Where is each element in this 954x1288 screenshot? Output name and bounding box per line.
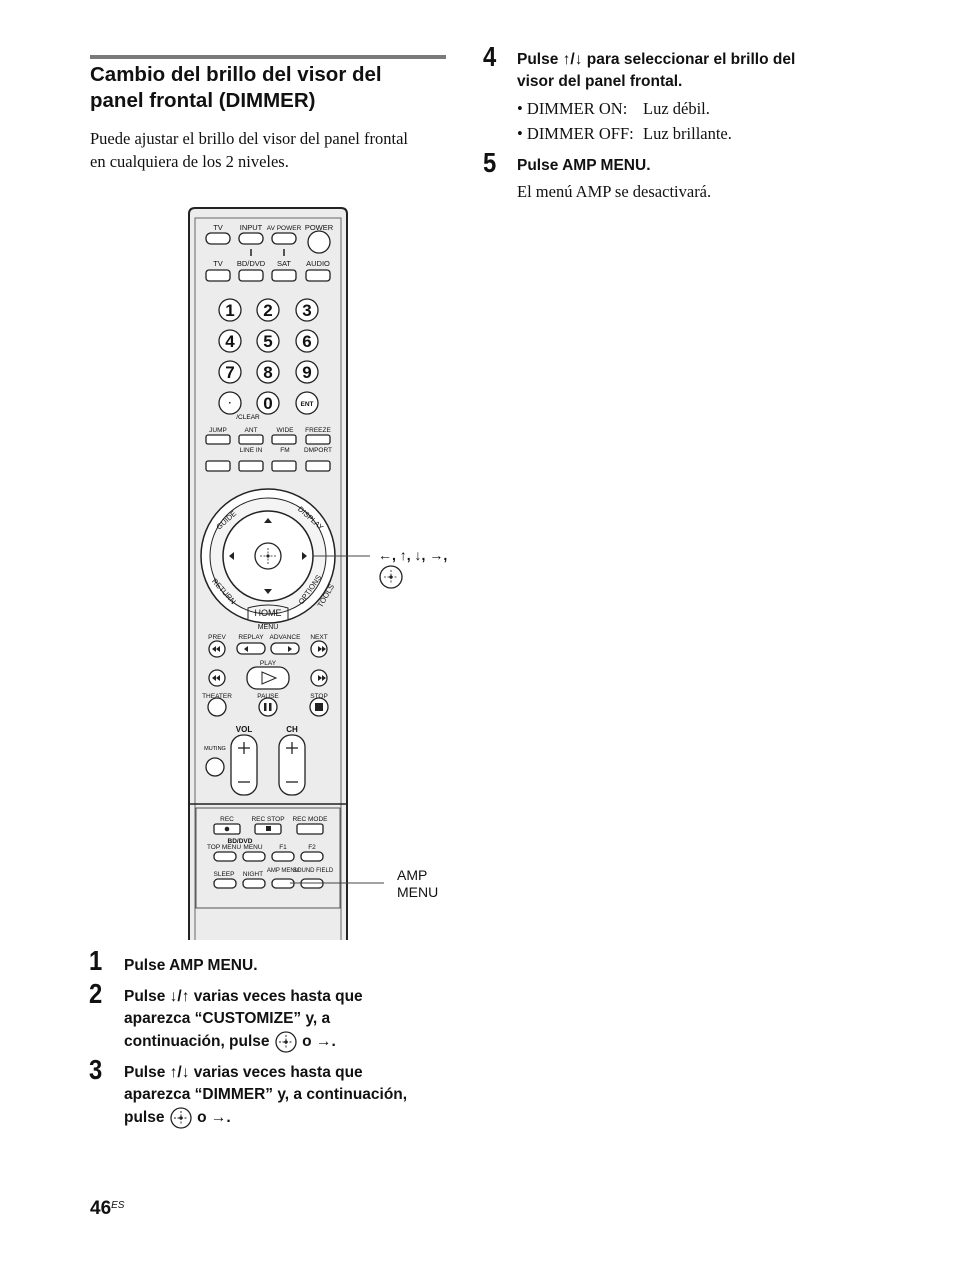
clear-label: /CLEAR	[236, 414, 260, 421]
label-wide: WIDE	[277, 427, 295, 434]
intro-line-2: en cualquiera de los 2 niveles.	[90, 152, 289, 171]
channel-rocker[interactable]	[278, 734, 306, 796]
digit-8: 8	[263, 363, 272, 382]
label-line-in: LINE IN	[240, 447, 263, 454]
digit-1: 1	[225, 301, 234, 320]
label-ch: CH	[286, 725, 298, 734]
arrows-callout: ←, ↑, ↓, →,	[378, 547, 448, 563]
section-title: Cambio del brillo del visor del panel fr…	[90, 62, 450, 114]
label-vol: VOL	[236, 725, 253, 734]
label-ant: ANT	[245, 427, 258, 434]
label-dmport: DMPORT	[304, 447, 332, 454]
label-next: NEXT	[310, 634, 327, 641]
label-night: NIGHT	[243, 871, 263, 878]
enter-icon	[275, 1031, 297, 1053]
label-play: PLAY	[260, 660, 277, 667]
option-dimmer-off: • DIMMER OFF:Luz brillante.	[517, 124, 732, 143]
label-f2: F2	[308, 844, 316, 851]
step-3-text: Pulse ↑/↓ varias veces hasta que aparezc…	[124, 1062, 454, 1130]
intro-paragraph: Puede ajustar el brillo del visor del pa…	[90, 127, 450, 173]
sat-button[interactable]	[271, 269, 297, 282]
intro-line-1: Puede ajustar el brillo del visor del pa…	[90, 129, 408, 148]
title-line-1: Cambio del brillo del visor del	[90, 63, 382, 86]
label-sleep: SLEEP	[214, 871, 235, 878]
power-button[interactable]	[307, 230, 331, 254]
volume-rocker[interactable]	[230, 734, 258, 796]
digit-0: 0	[263, 394, 272, 413]
label-fm: FM	[280, 447, 289, 454]
step-4-number: 4	[483, 41, 497, 72]
step-2-text: Pulse ↓/↑ varias veces hasta que aparezc…	[124, 986, 454, 1054]
label-rec-stop: REC STOP	[251, 816, 284, 823]
step-1-text: Pulse AMP MENU.	[124, 957, 258, 974]
dimmer-options: • DIMMER ON:Luz débil. • DIMMER OFF:Luz …	[517, 96, 732, 146]
step-3-number: 3	[89, 1054, 103, 1085]
digit-dot: ·	[228, 398, 231, 409]
tv-input-button[interactable]	[205, 269, 231, 282]
btn-label-tv: TV	[213, 223, 223, 232]
label-rec-mode: REC MODE	[292, 816, 328, 823]
page-lang-suffix: ES	[111, 1200, 125, 1211]
btn-label-power: POWER	[305, 223, 334, 232]
label-jump: JUMP	[209, 427, 227, 434]
av-power-button[interactable]	[271, 232, 297, 245]
label-advance: ADVANCE	[270, 634, 302, 641]
amp-callout-line-1: AMP	[397, 867, 428, 883]
digit-4: 4	[225, 332, 235, 351]
step-1-number: 1	[89, 945, 103, 976]
amp-callout-line-2: MENU	[397, 884, 439, 900]
audio-button[interactable]	[305, 269, 331, 282]
digit-9: 9	[302, 363, 311, 382]
label-top-menu: TOP MENU	[207, 844, 241, 851]
menu-label: MENU	[258, 624, 279, 631]
label-amp-menu: AMP MENU	[267, 868, 299, 874]
btn-label-sat: SAT	[277, 259, 291, 268]
label-sound-field: SOUND FIELD	[293, 868, 334, 874]
digit-2: 2	[263, 301, 272, 320]
btn-label-bd-dvd: BD/DVD	[237, 259, 266, 268]
digit-ent: ENT	[301, 401, 314, 408]
btn-label-tv-2: TV	[213, 259, 223, 268]
step-5-number: 5	[483, 147, 497, 178]
amp-menu-callout: AMP MENU	[397, 867, 438, 901]
right-arrow-icon: →	[315, 1033, 332, 1051]
up-down-arrows-icon: ↑/↓	[562, 51, 583, 68]
label-rec: REC	[220, 816, 234, 823]
step-5-text: Pulse AMP MENU.	[517, 157, 651, 174]
tv-power-button[interactable]	[205, 232, 231, 245]
step-4-text: Pulse ↑/↓ para seleccionar el brillo del…	[517, 51, 796, 90]
label-replay: REPLAY	[238, 634, 264, 641]
label-f1: F1	[279, 844, 287, 851]
right-arrow-icon: →	[210, 1109, 227, 1127]
label-prev: PREV	[208, 634, 226, 641]
down-up-arrows-icon: ↓/↑	[169, 988, 190, 1005]
digit-7: 7	[225, 363, 234, 382]
btn-label-audio: AUDIO	[306, 259, 330, 268]
label-theater: THEATER	[202, 693, 232, 700]
digit-3: 3	[302, 301, 311, 320]
step-5-result: El menú AMP se desactivará.	[517, 182, 712, 201]
label-stop: STOP	[310, 693, 328, 700]
label-menu-2: MENU	[243, 844, 262, 851]
step-2-number: 2	[89, 978, 103, 1009]
digit-6: 6	[302, 332, 311, 351]
title-line-2: panel frontal (DIMMER)	[90, 89, 316, 112]
label-bd-dvd-2: BD/DVD	[228, 838, 253, 845]
digit-5: 5	[263, 332, 272, 351]
ring-home: HOME	[255, 608, 282, 618]
remote-illustration: TV INPUT AV POWER POWER TV BD/DVD SAT AU…	[188, 207, 403, 940]
label-pause: PAUSE	[257, 693, 279, 700]
title-rule	[90, 55, 446, 59]
option-dimmer-on: • DIMMER ON:Luz débil.	[517, 99, 710, 118]
bd-dvd-button[interactable]	[238, 269, 264, 282]
input-button[interactable]	[238, 232, 264, 245]
btn-label-input: INPUT	[240, 223, 263, 232]
enter-icon	[170, 1107, 192, 1129]
page-number: 46ES	[90, 1198, 125, 1219]
up-down-arrows-icon: ↑/↓	[169, 1064, 190, 1081]
muting-button[interactable]	[205, 757, 225, 777]
btn-label-av-power: AV POWER	[267, 225, 302, 232]
label-muting: MUTING	[204, 746, 226, 752]
label-freeze: FREEZE	[305, 427, 331, 434]
